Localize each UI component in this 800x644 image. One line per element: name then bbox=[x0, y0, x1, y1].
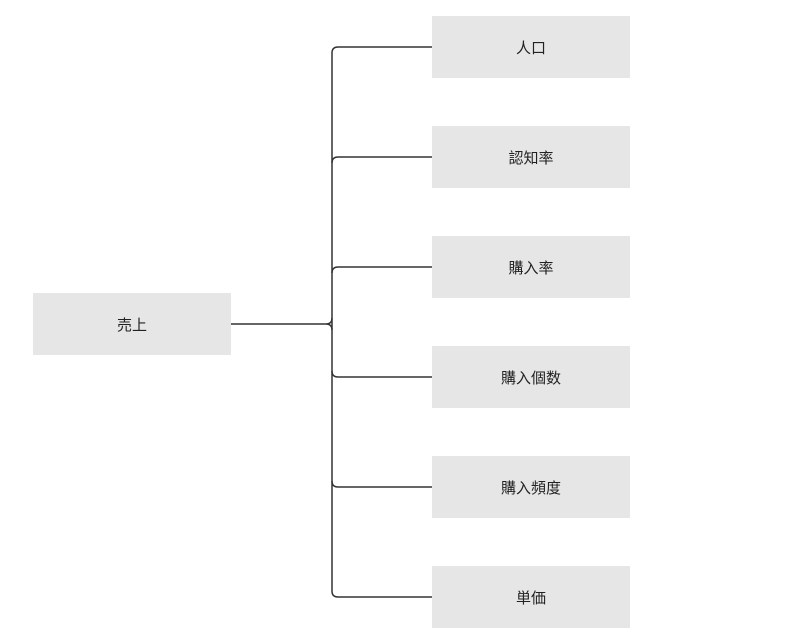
child-node-population: 人口 bbox=[432, 16, 630, 78]
child-node-label: 購入個数 bbox=[500, 368, 561, 387]
root-node: 売上 bbox=[33, 293, 231, 355]
child-node-purchase-frequency: 購入頻度 bbox=[432, 456, 630, 518]
child-node-purchase-quantity: 購入個数 bbox=[432, 346, 630, 408]
connector-branch-0 bbox=[331, 46, 432, 54]
child-node-label: 人口 bbox=[515, 38, 546, 57]
connector-branch-4 bbox=[331, 480, 432, 488]
root-node-label: 売上 bbox=[116, 315, 147, 334]
connector-brace bbox=[325, 317, 333, 331]
connector-branch-1 bbox=[331, 156, 432, 164]
child-node-unit-price: 単価 bbox=[432, 566, 630, 628]
connector-branch-5 bbox=[331, 590, 432, 598]
child-node-label: 購入頻度 bbox=[500, 478, 561, 497]
child-node-label: 購入率 bbox=[508, 258, 554, 277]
child-node-label: 認知率 bbox=[508, 148, 554, 167]
child-node-awareness-rate: 認知率 bbox=[432, 126, 630, 188]
connector-branch-2 bbox=[331, 266, 432, 274]
child-node-label: 単価 bbox=[515, 588, 546, 607]
connector-branch-3 bbox=[331, 370, 432, 378]
child-node-purchase-rate: 購入率 bbox=[432, 236, 630, 298]
